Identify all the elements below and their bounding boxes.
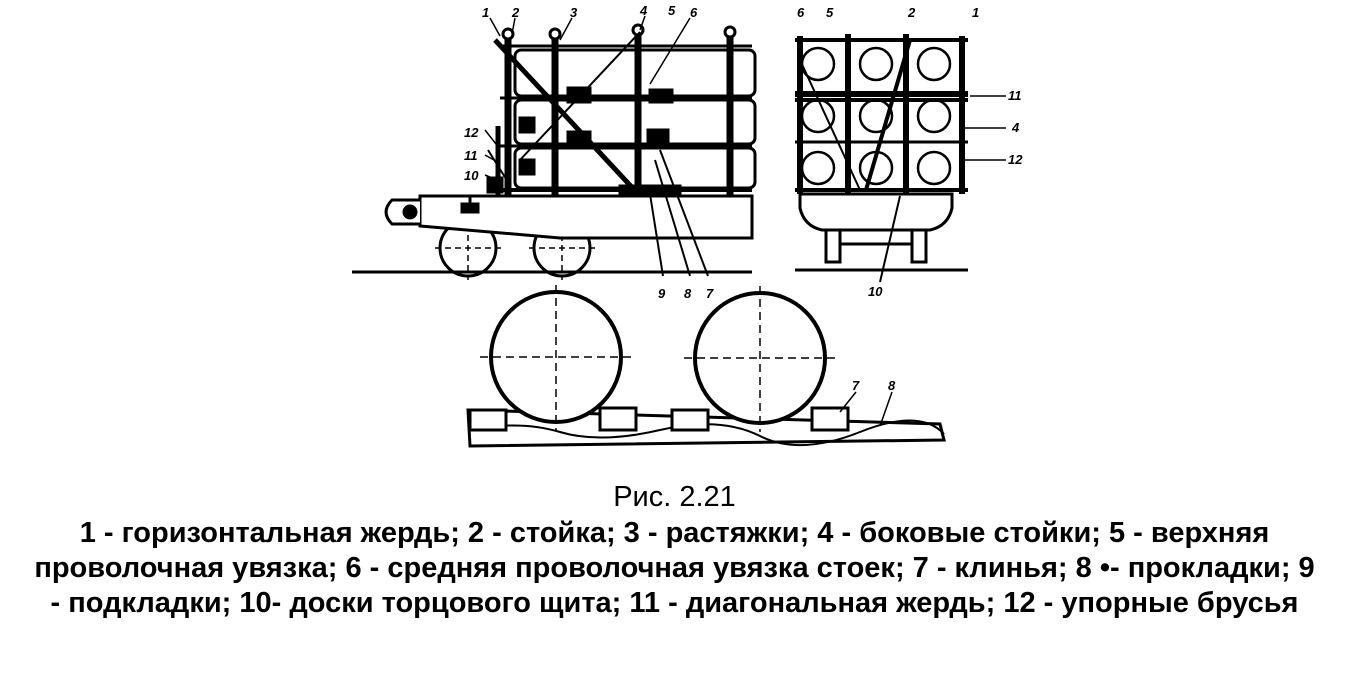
label-6: 6 [690,5,698,20]
label-9: 9 [658,286,666,301]
detail-view [466,285,946,448]
end-label-1: 1 [972,5,979,20]
diagonal-pole [493,38,642,198]
end-label-6: 6 [797,5,805,20]
end-view [795,34,1006,283]
label-10: 10 [464,168,479,183]
end-label-12: 12 [1008,152,1023,167]
label-2: 2 [511,5,520,20]
end-view-labels: 6 5 2 1 11 4 12 10 [797,5,1023,299]
side-view-labels: 1 2 3 4 5 6 12 11 10 9 8 7 [464,3,714,301]
label-12: 12 [464,125,479,140]
label-5: 5 [668,3,676,18]
wedge [468,408,508,432]
label-11: 11 [464,148,478,163]
figure-caption: Рис. 2.21 1 - горизонтальная жердь; 2 - … [0,478,1349,621]
label-1: 1 [482,5,489,20]
end-label-2: 2 [907,5,916,20]
wedge [810,406,850,432]
figure-title: Рис. 2.21 [613,481,736,513]
label-7: 7 [706,286,714,301]
detail-label-7: 7 [852,378,860,393]
detail-cylinder-left [480,285,632,430]
wedge [598,406,638,432]
end-label-4: 4 [1011,120,1020,135]
end-car-body [798,192,954,232]
end-label-10: 10 [868,284,883,299]
label-4: 4 [639,3,648,18]
end-cylinders [800,46,952,186]
end-label-5: 5 [826,5,834,20]
side-view [352,15,757,280]
detail-labels: 7 8 [852,378,896,393]
label-8: 8 [684,286,692,301]
technical-drawing: 1 2 3 4 5 6 12 11 10 9 8 7 [352,3,1023,448]
label-3: 3 [570,5,578,20]
detail-label-8: 8 [888,378,896,393]
end-label-11: 11 [1008,88,1022,103]
detail-cylinder-right [684,286,836,432]
wedge [670,408,710,432]
figure-legend: 1 - горизонтальная жердь; 2 - стойка; 3 … [34,517,1315,619]
